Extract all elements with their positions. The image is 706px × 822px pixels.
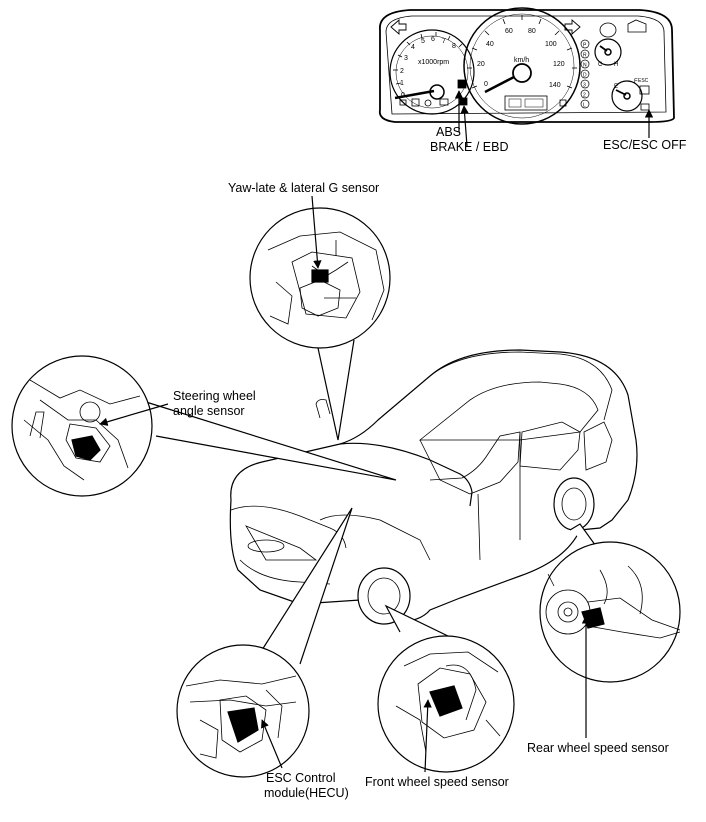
- speedo-unit-label: km/h: [514, 57, 529, 64]
- speedo-tick-0: 0: [484, 81, 488, 88]
- gear-p: P: [583, 43, 587, 49]
- fuel-gauge: [611, 80, 643, 112]
- rear-wheel-sensor-callout: [539, 523, 681, 683]
- tacho-tick-3: 3: [404, 55, 408, 62]
- yaw-sensor-leader: [311, 195, 322, 269]
- speedometer: [463, 7, 581, 125]
- front-wheel-sensor-leader: [423, 699, 432, 773]
- tacho-tick-6: 6: [431, 36, 435, 43]
- right-turn-signal-icon: [564, 19, 581, 35]
- gear-n: N: [583, 63, 587, 69]
- rear-wheel: [553, 477, 595, 531]
- gear-indicator: [580, 39, 590, 109]
- gear-l: L: [583, 103, 586, 109]
- tpms-icon: [599, 22, 617, 38]
- steering-sensor-label-line2: angle sensor: [173, 404, 245, 418]
- tacho-unit-label: x1000rpm: [418, 59, 449, 66]
- gear-r: R: [583, 53, 587, 59]
- instrument-cluster: [378, 7, 675, 125]
- gear-2: 2: [583, 93, 586, 99]
- tachometer: [389, 29, 475, 115]
- abs-label: ABS: [436, 125, 462, 139]
- gear-3: 3: [583, 83, 586, 89]
- speedo-tick-80: 80: [528, 28, 536, 35]
- rear-wheel-sensor-label: Rear wheel speed sensor: [527, 741, 669, 755]
- tacho-tick-5: 5: [421, 38, 425, 45]
- speedo-tick-120: 120: [553, 61, 565, 68]
- fuel-empty-mark: E: [614, 84, 618, 90]
- esc-module-callout: [176, 507, 353, 778]
- steering-sensor-label-line1: Steering wheel: [173, 389, 256, 403]
- tacho-tick-2: 2: [400, 68, 404, 75]
- esc-off-label: ESC/ESC OFF: [603, 138, 687, 152]
- tacho-tick-0: 0: [401, 92, 405, 99]
- esc-module-label-line2: module(HECU): [264, 786, 349, 800]
- brake-ebd-label: BRAKE / EBD: [430, 140, 509, 154]
- front-wheel-sensor-callout: [377, 604, 515, 773]
- fuel-full-mark: F: [634, 79, 638, 85]
- steering-sensor-callout: [11, 355, 397, 497]
- tacho-tick-1: 1: [400, 80, 404, 87]
- tacho-tick-7: 7: [442, 38, 446, 45]
- front-wheel-sensor-label: Front wheel speed sensor: [365, 775, 509, 789]
- temperature-gauge: [594, 38, 622, 66]
- speedo-tick-40: 40: [486, 41, 494, 48]
- esc-module-label-line1: ESC Control: [266, 771, 336, 785]
- gear-d: D: [583, 73, 587, 79]
- speedo-tick-140: 140: [549, 82, 561, 89]
- yaw-sensor-label: Yaw-late & lateral G sensor: [228, 181, 380, 195]
- brake-ebd-leader-line: [460, 105, 469, 147]
- temp-cold-mark: C: [598, 62, 603, 68]
- warning-lamps: [399, 79, 650, 111]
- tacho-tick-8: 8: [452, 43, 456, 50]
- speedo-tick-100: 100: [545, 41, 557, 48]
- door-open-icon: [627, 19, 647, 33]
- temp-hot-mark: H: [614, 62, 618, 68]
- speedo-tick-20: 20: [477, 61, 485, 68]
- yaw-sensor-callout: [249, 207, 391, 441]
- tacho-tick-4: 4: [411, 44, 415, 51]
- steering-sensor-leader: [99, 403, 169, 426]
- esc-module-leader: [261, 719, 283, 769]
- speedo-tick-60: 60: [505, 28, 513, 35]
- esc-indicator-tag: ESC: [638, 78, 649, 84]
- left-turn-signal-icon: [390, 19, 407, 35]
- front-wheel: [357, 567, 411, 625]
